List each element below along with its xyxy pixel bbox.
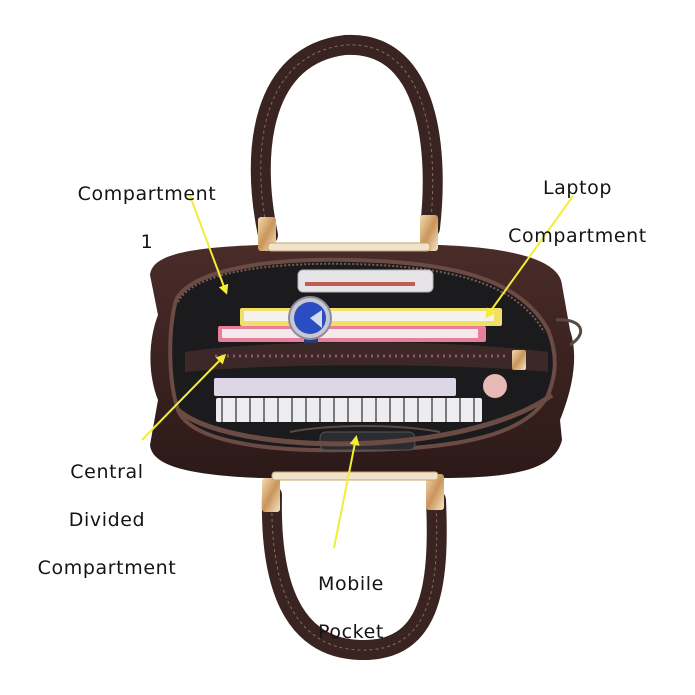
central-divider bbox=[185, 342, 548, 372]
back-pocket-card bbox=[297, 269, 434, 293]
hardware-clasps bbox=[258, 215, 444, 512]
label-laptop-compartment: Laptop Compartment bbox=[508, 177, 647, 247]
arrow-central-divided-compartment bbox=[141, 353, 227, 441]
arrow-compartment-1 bbox=[189, 195, 229, 295]
arrow-mobile-pocket bbox=[333, 435, 360, 549]
watch bbox=[288, 296, 332, 348]
label-mobile-pocket: Mobile Pocket bbox=[318, 573, 384, 643]
notebooks bbox=[214, 374, 507, 422]
top-handle bbox=[250, 34, 443, 245]
books-stack bbox=[218, 308, 502, 342]
label-compartment-1: Compartment 1 bbox=[77, 183, 217, 253]
arrow-laptop-compartment bbox=[485, 195, 574, 319]
label-central-divided-compartment: Central Divided Compartment bbox=[37, 461, 177, 579]
annotation-arrows bbox=[141, 195, 574, 549]
bottom-handle bbox=[261, 485, 447, 661]
